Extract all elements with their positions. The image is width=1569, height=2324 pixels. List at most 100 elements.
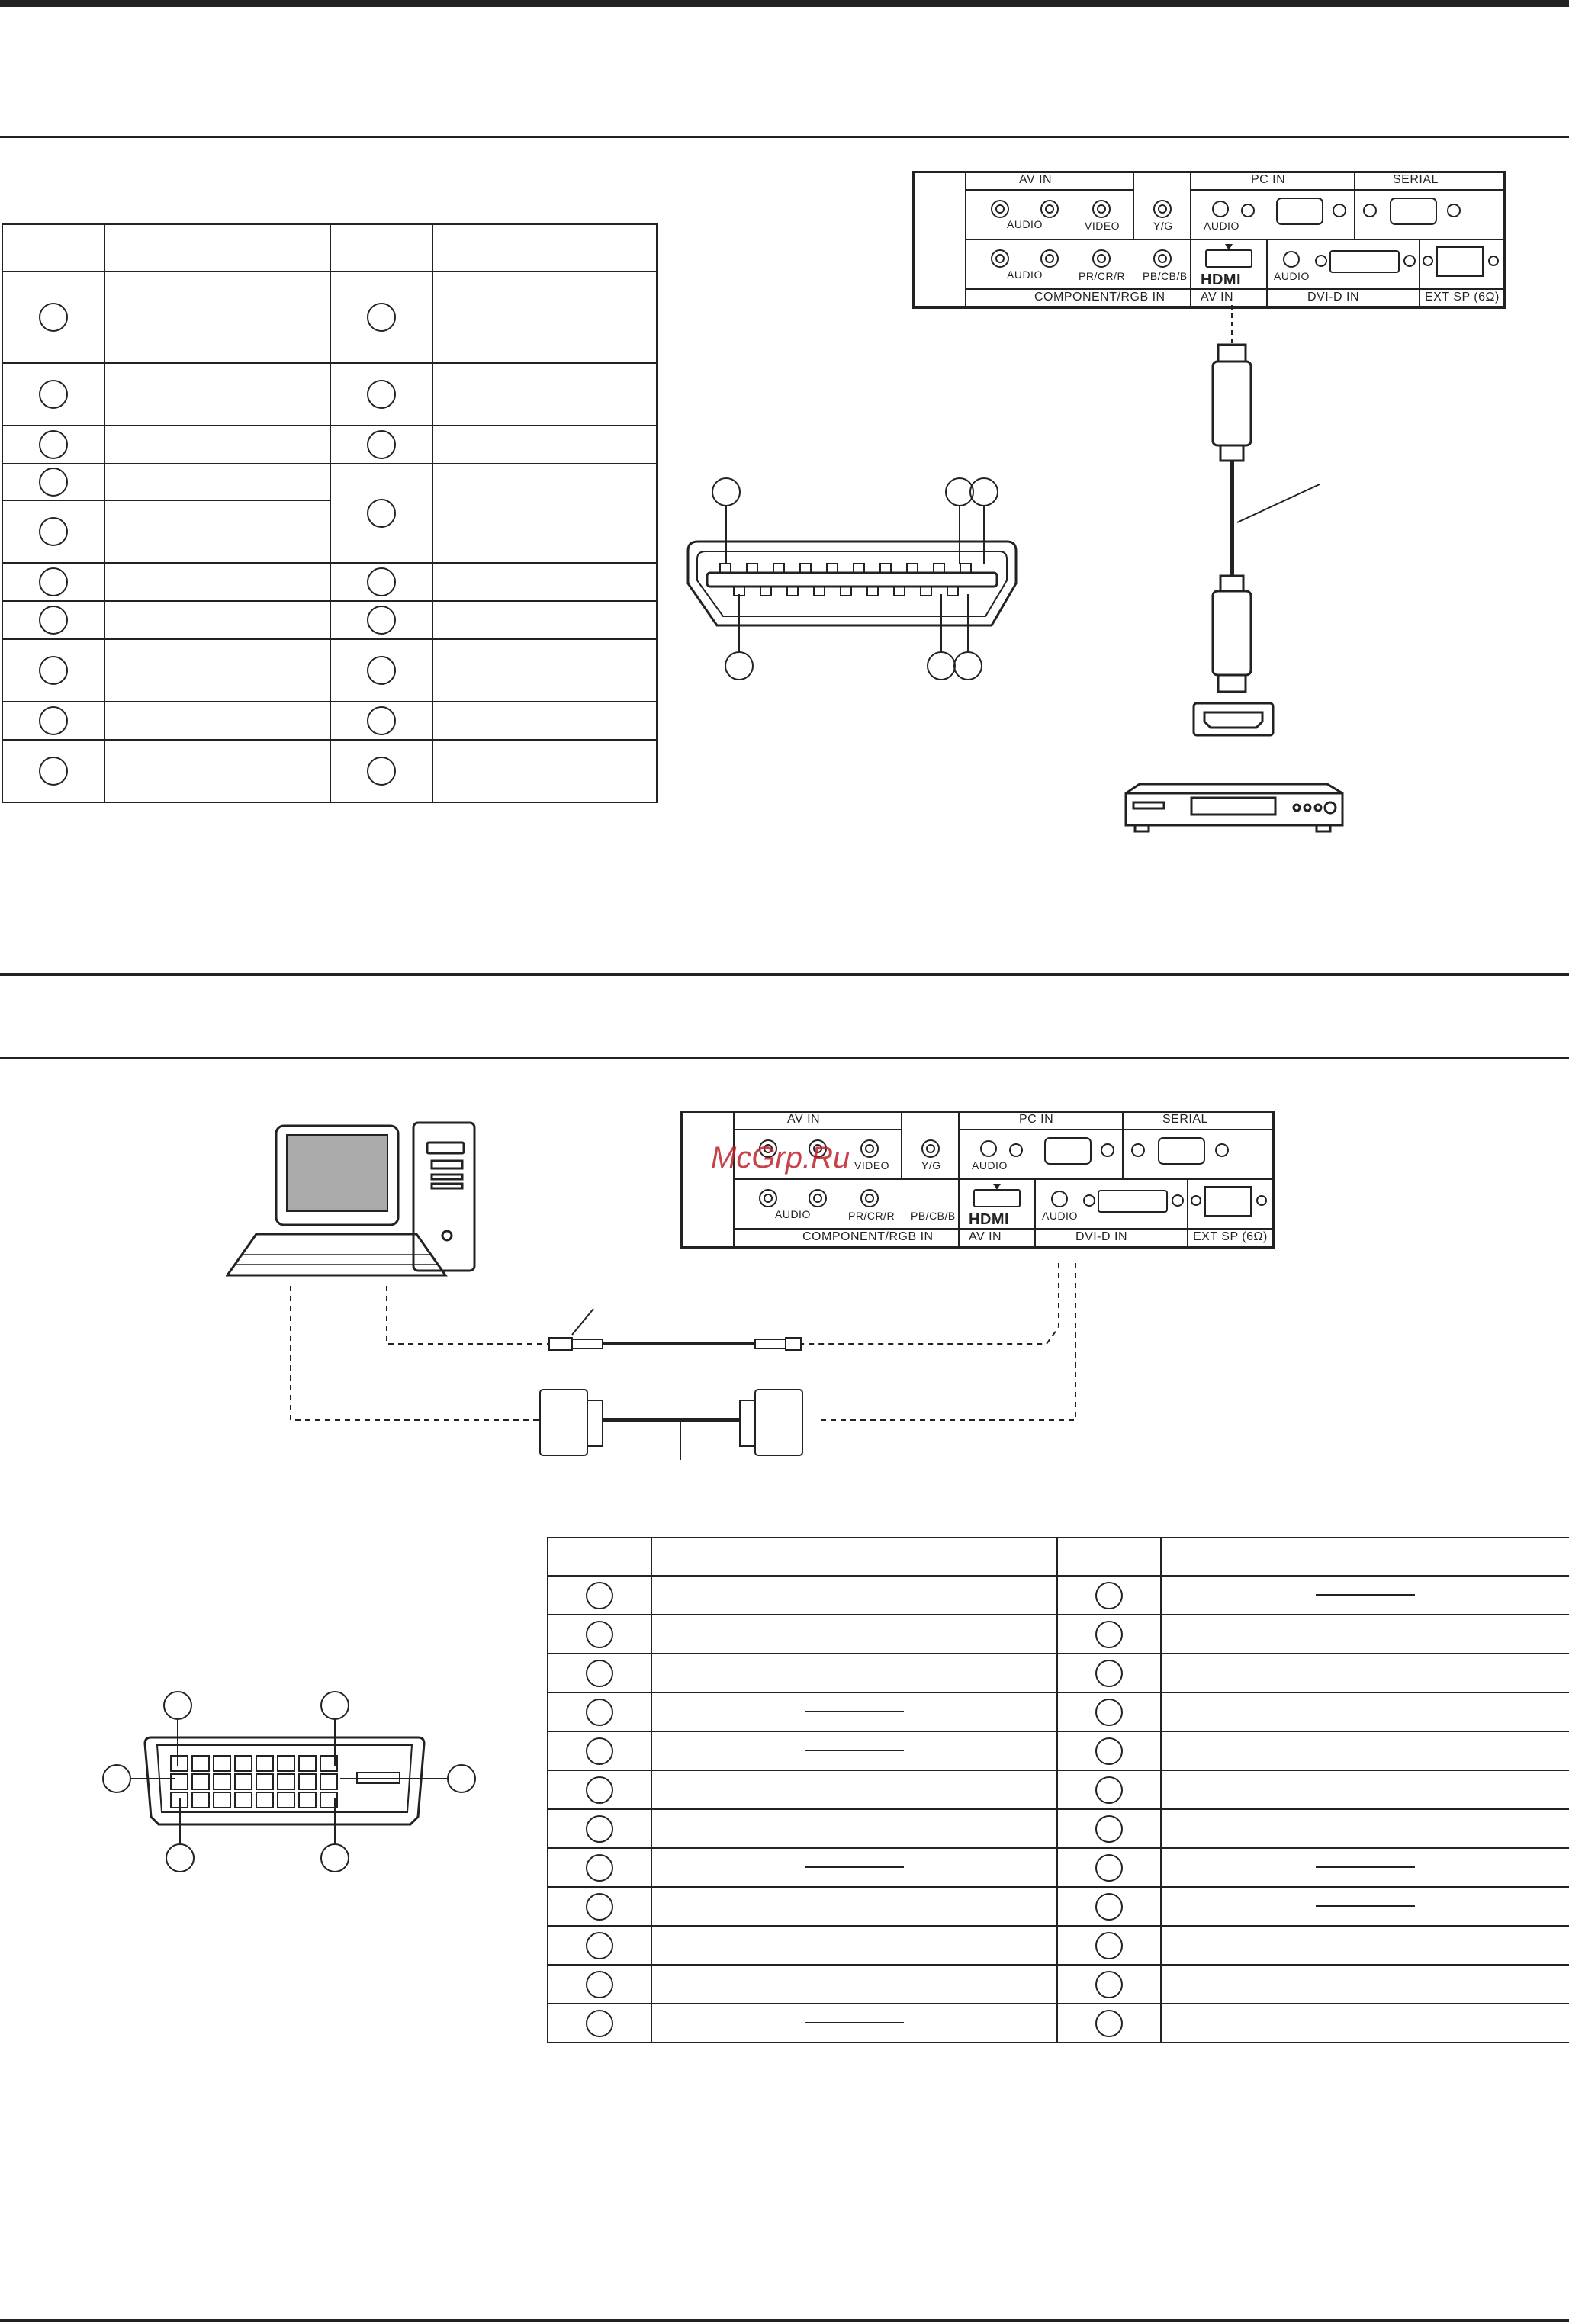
dvi-pin: [277, 1792, 295, 1808]
table-row: [547, 1692, 1569, 1732]
table-row: [2, 562, 658, 602]
dvi-pin: [191, 1792, 210, 1808]
hdmi-cable-icon: [1211, 305, 1320, 693]
audio-label-b2: AUDIO: [775, 1208, 811, 1220]
pin-circle: [39, 567, 68, 596]
hdmi-pin-table: [2, 223, 658, 803]
underline-blank: [805, 1866, 904, 1869]
dvi-pin: [256, 1773, 274, 1790]
dvi-pin-table: [547, 1537, 1569, 2043]
dvi-pin: [191, 1755, 210, 1772]
pc-in-label: PC IN: [1251, 173, 1286, 186]
hdmi-pin: [746, 563, 758, 574]
hdmi-pin: [813, 586, 825, 596]
table-row: [547, 1886, 1569, 1927]
pin-circle: [1095, 1853, 1123, 1882]
pin-circle: [39, 517, 68, 546]
pc-audio-label-b: AUDIO: [972, 1159, 1008, 1172]
pc-audio-label: AUDIO: [1204, 220, 1239, 232]
pin-circle: [367, 380, 396, 409]
pin-circle: [586, 1620, 613, 1648]
pin-circle: [586, 1737, 613, 1765]
pin-circle: [586, 1931, 613, 1959]
hdmi-pin: [920, 586, 932, 596]
table-row: [2, 362, 658, 426]
pin-circle: [586, 1970, 613, 1998]
bottom-rule: [0, 2319, 1569, 2322]
dvi-pin: [213, 1755, 231, 1772]
ext-sp-label: EXT SP (6Ω): [1425, 291, 1500, 304]
table-row: [547, 1575, 1569, 1615]
serial-label: SERIAL: [1393, 173, 1439, 186]
dvi-pin: [320, 1792, 338, 1808]
table-row: [547, 1653, 1569, 1693]
dvi-pin: [191, 1773, 210, 1790]
pin-circle: [39, 303, 68, 332]
ext-sp-label-b: EXT SP (6Ω): [1193, 1230, 1268, 1243]
dvi-pin: [298, 1792, 317, 1808]
dvi-connector-pinout-icon: [102, 1691, 476, 1872]
yg-label-b: Y/G: [921, 1159, 941, 1172]
hdmi-pin: [947, 586, 959, 596]
table-row: [547, 2003, 1569, 2043]
pin-circle: [1095, 1581, 1123, 1609]
serial-label-b: SERIAL: [1162, 1113, 1208, 1126]
dvi-pin: [170, 1773, 188, 1790]
pin-circle: [39, 656, 68, 685]
table-row: [2, 638, 658, 702]
underline-blank: [805, 1711, 904, 1713]
pin-circle: [39, 606, 68, 635]
pin-circle: [39, 468, 68, 497]
terminal-panel-top: [912, 171, 1506, 309]
hdmi-pin: [773, 563, 785, 574]
table-row: [547, 1770, 1569, 1810]
table-row: [547, 1964, 1569, 2004]
hdmi-pin: [853, 563, 865, 574]
dvi-pin: [234, 1755, 252, 1772]
pin-circle: [367, 656, 396, 685]
video-label-b: VIDEO: [854, 1159, 890, 1172]
pb-label-b: PB/CB/B: [911, 1210, 956, 1222]
dvi-pin: [320, 1773, 338, 1790]
pin-circle: [586, 1892, 613, 1921]
table-header-row: [547, 1537, 1569, 1577]
table-row: [547, 1808, 1569, 1849]
dvi-pin: [256, 1755, 274, 1772]
hdmi-logo: HDMI: [1201, 272, 1242, 288]
hdmi-connector-pinout-icon: [686, 477, 1018, 680]
hdmi-pin: [879, 563, 892, 574]
cable-paths: [290, 1263, 1076, 1460]
pin-circle: [367, 757, 396, 786]
table-row: [547, 1847, 1569, 1888]
dvi-pin: [234, 1792, 252, 1808]
computer-icon: [226, 1121, 476, 1277]
dvi-pin: [298, 1773, 317, 1790]
pin-circle: [367, 499, 396, 528]
dvi-pin: [213, 1773, 231, 1790]
top-border: [0, 0, 1569, 7]
dvi-pin: [277, 1755, 295, 1772]
underline-blank: [1316, 1905, 1415, 1908]
yg-label: Y/G: [1153, 220, 1173, 232]
hdmi-pin: [760, 586, 772, 596]
table-row: [2, 739, 658, 803]
pin-circle: [367, 303, 396, 332]
dvi-pin: [256, 1792, 274, 1808]
table-row: [2, 500, 657, 564]
hdmi-pin: [719, 563, 731, 574]
hdmi-pin: [933, 563, 945, 574]
pin-circle: [1095, 1776, 1123, 1804]
table-header-row: [2, 223, 658, 272]
pin-circle: [586, 1776, 613, 1804]
audio-label: AUDIO: [1007, 218, 1043, 230]
underline-blank: [1316, 1866, 1415, 1869]
dvi-pin: [234, 1773, 252, 1790]
hdmi-pin: [893, 586, 905, 596]
audio-label-2: AUDIO: [1007, 268, 1043, 281]
table-row: [2, 600, 658, 640]
pin-circle: [586, 2009, 613, 2037]
av-in-hdmi-label: AV IN: [1201, 291, 1234, 304]
hdmi-plug-icon: [1192, 702, 1275, 737]
dvi-pin: [277, 1773, 295, 1790]
dvi-audio-label-b: AUDIO: [1042, 1210, 1078, 1222]
